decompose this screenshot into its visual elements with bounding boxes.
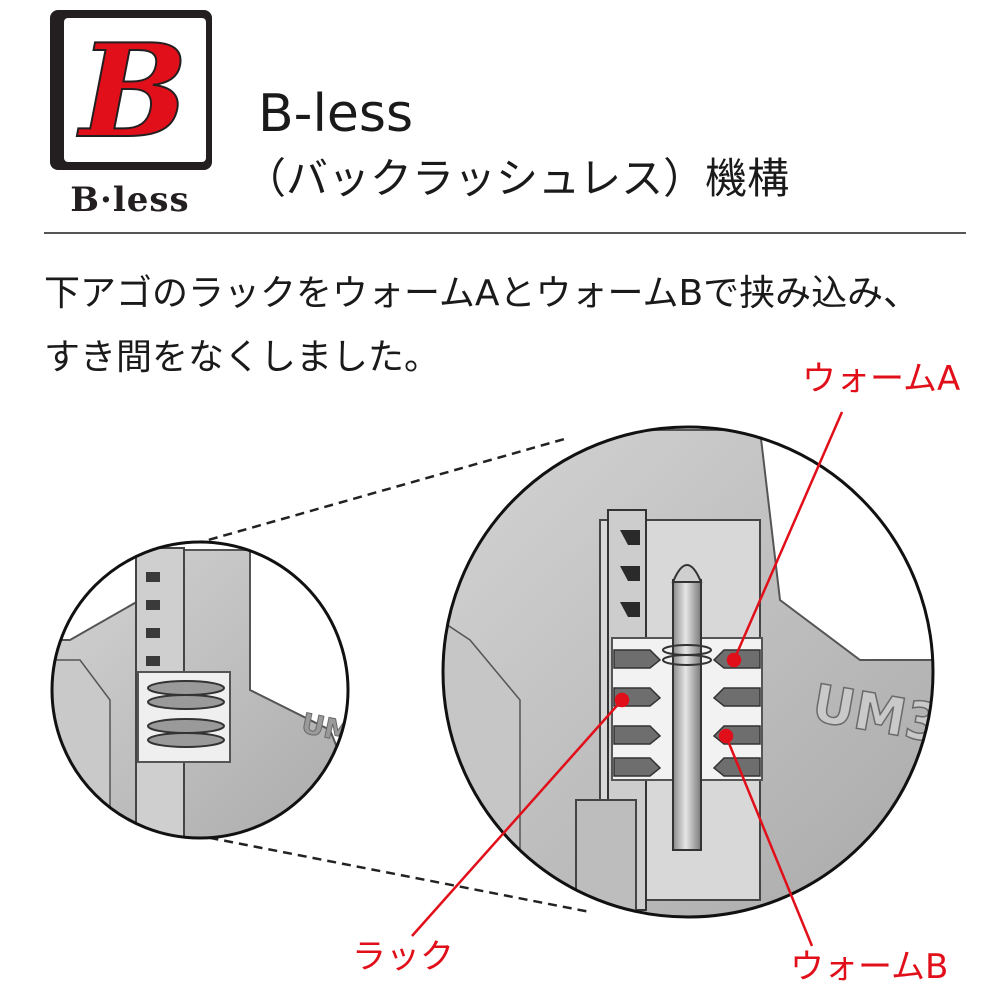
logo-wordmark: B·less [70, 180, 190, 220]
divider [44, 232, 966, 234]
rack-leader [411, 699, 623, 937]
zoom-circle [441, 425, 935, 919]
zoom-view: UM3C [443, 427, 933, 917]
description: 下アゴのラックをウォームAとウォームBで挟み込み、 すき間をなくしました。 [44, 262, 974, 390]
page-title: B-less [258, 84, 414, 144]
overview-circle [50, 540, 350, 840]
worm-b-marker [718, 728, 734, 744]
rack-marker [614, 692, 630, 708]
worm-a-leader [732, 411, 844, 661]
worm-a-marker [726, 652, 742, 668]
zoom-connector-bottom [179, 830, 591, 914]
description-line-1: 下アゴのラックをウォームAとウォームBで挟み込み、 [44, 273, 920, 314]
page-subtitle: （バックラッシュレス）機構 [244, 154, 790, 203]
worm-a-label: ウォームA [802, 359, 961, 399]
overview-view: UM3 [52, 542, 348, 838]
worm-b-leader [724, 735, 814, 947]
logo-letter: B [77, 18, 188, 162]
b-less-logo: B B·less [44, 10, 216, 222]
logo-b-mark: B [76, 16, 189, 168]
logo-badge: B [50, 10, 212, 170]
description-line-2: すき間をなくしました。 [44, 337, 441, 378]
rack-label: ラック [352, 937, 454, 977]
zoom-connector-top [179, 436, 569, 550]
worm-b-label: ウォームB [790, 947, 949, 987]
